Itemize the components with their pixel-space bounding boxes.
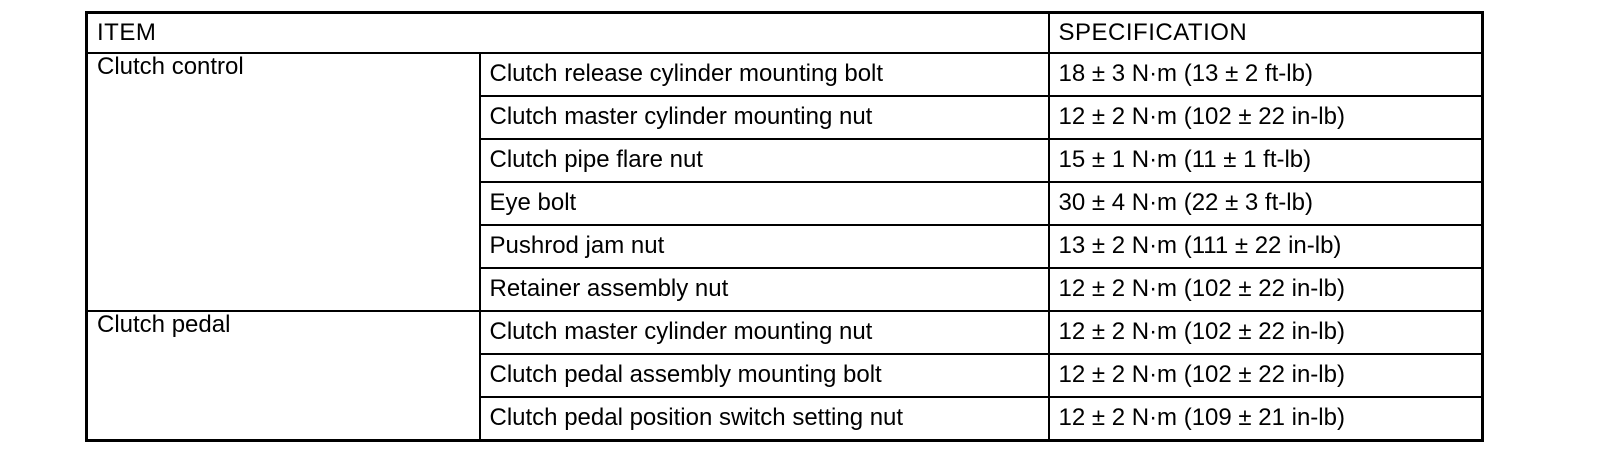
spec-cell: 12 ± 2 N·m (109 ± 21 in-lb) — [1047, 396, 1484, 442]
item-cell: Clutch pipe flare nut — [478, 138, 1050, 183]
item-cell: Clutch pedal assembly mounting bolt — [478, 353, 1050, 398]
item-cell: Clutch release cylinder mounting bolt — [478, 52, 1050, 97]
spec-cell: 15 ± 1 N·m (11 ± 1 ft-lb) — [1047, 138, 1484, 183]
table-body: Clutch control Clutch release cylinder m… — [85, 52, 1484, 442]
column-header-item: ITEM — [85, 11, 1050, 54]
table-row: Clutch pedal Clutch master cylinder moun… — [85, 310, 1484, 442]
spec-cell: 13 ± 2 N·m (111 ± 22 in-lb) — [1047, 224, 1484, 269]
spec-cell: 12 ± 2 N·m (102 ± 22 in-lb) — [1047, 310, 1484, 355]
table-row: Retainer assembly nut 12 ± 2 N·m (102 ± … — [87, 267, 1484, 312]
item-cell: Eye bolt — [478, 181, 1050, 226]
spec-cell: 18 ± 3 N·m (13 ± 2 ft-lb) — [1047, 52, 1484, 97]
column-header-specification: SPECIFICATION — [1047, 11, 1484, 54]
table-row: Clutch pipe flare nut 15 ± 1 N·m (11 ± 1… — [87, 138, 1484, 183]
table-row: Eye bolt 30 ± 4 N·m (22 ± 3 ft-lb) — [87, 181, 1484, 226]
spec-cell: 12 ± 2 N·m (102 ± 22 in-lb) — [1047, 267, 1484, 312]
group-cell-clutch-control: Clutch control — [85, 52, 481, 312]
torque-spec-table: ITEM SPECIFICATION Clutch control Clutch… — [85, 11, 1485, 442]
header-row: ITEM SPECIFICATION — [85, 11, 1484, 54]
table-row: Clutch pedal position switch setting nut… — [87, 396, 1484, 442]
table-row: Pushrod jam nut 13 ± 2 N·m (111 ± 22 in-… — [87, 224, 1484, 269]
item-cell: Retainer assembly nut — [478, 267, 1050, 312]
table-row: Clutch control Clutch release cylinder m… — [85, 52, 1484, 312]
table-header: ITEM SPECIFICATION — [85, 11, 1484, 54]
table-row: Clutch pedal assembly mounting bolt 12 ±… — [87, 353, 1484, 398]
table-row: Clutch master cylinder mounting nut 12 ±… — [87, 95, 1484, 140]
spec-cell: 12 ± 2 N·m (102 ± 22 in-lb) — [1047, 95, 1484, 140]
group-cell-clutch-pedal: Clutch pedal — [85, 310, 481, 442]
item-cell: Clutch master cylinder mounting nut — [478, 95, 1050, 140]
item-cell: Clutch pedal position switch setting nut — [478, 396, 1050, 442]
spec-cell: 30 ± 4 N·m (22 ± 3 ft-lb) — [1047, 181, 1484, 226]
spec-cell: 12 ± 2 N·m (102 ± 22 in-lb) — [1047, 353, 1484, 398]
item-cell: Pushrod jam nut — [478, 224, 1050, 269]
item-cell: Clutch master cylinder mounting nut — [478, 310, 1050, 355]
